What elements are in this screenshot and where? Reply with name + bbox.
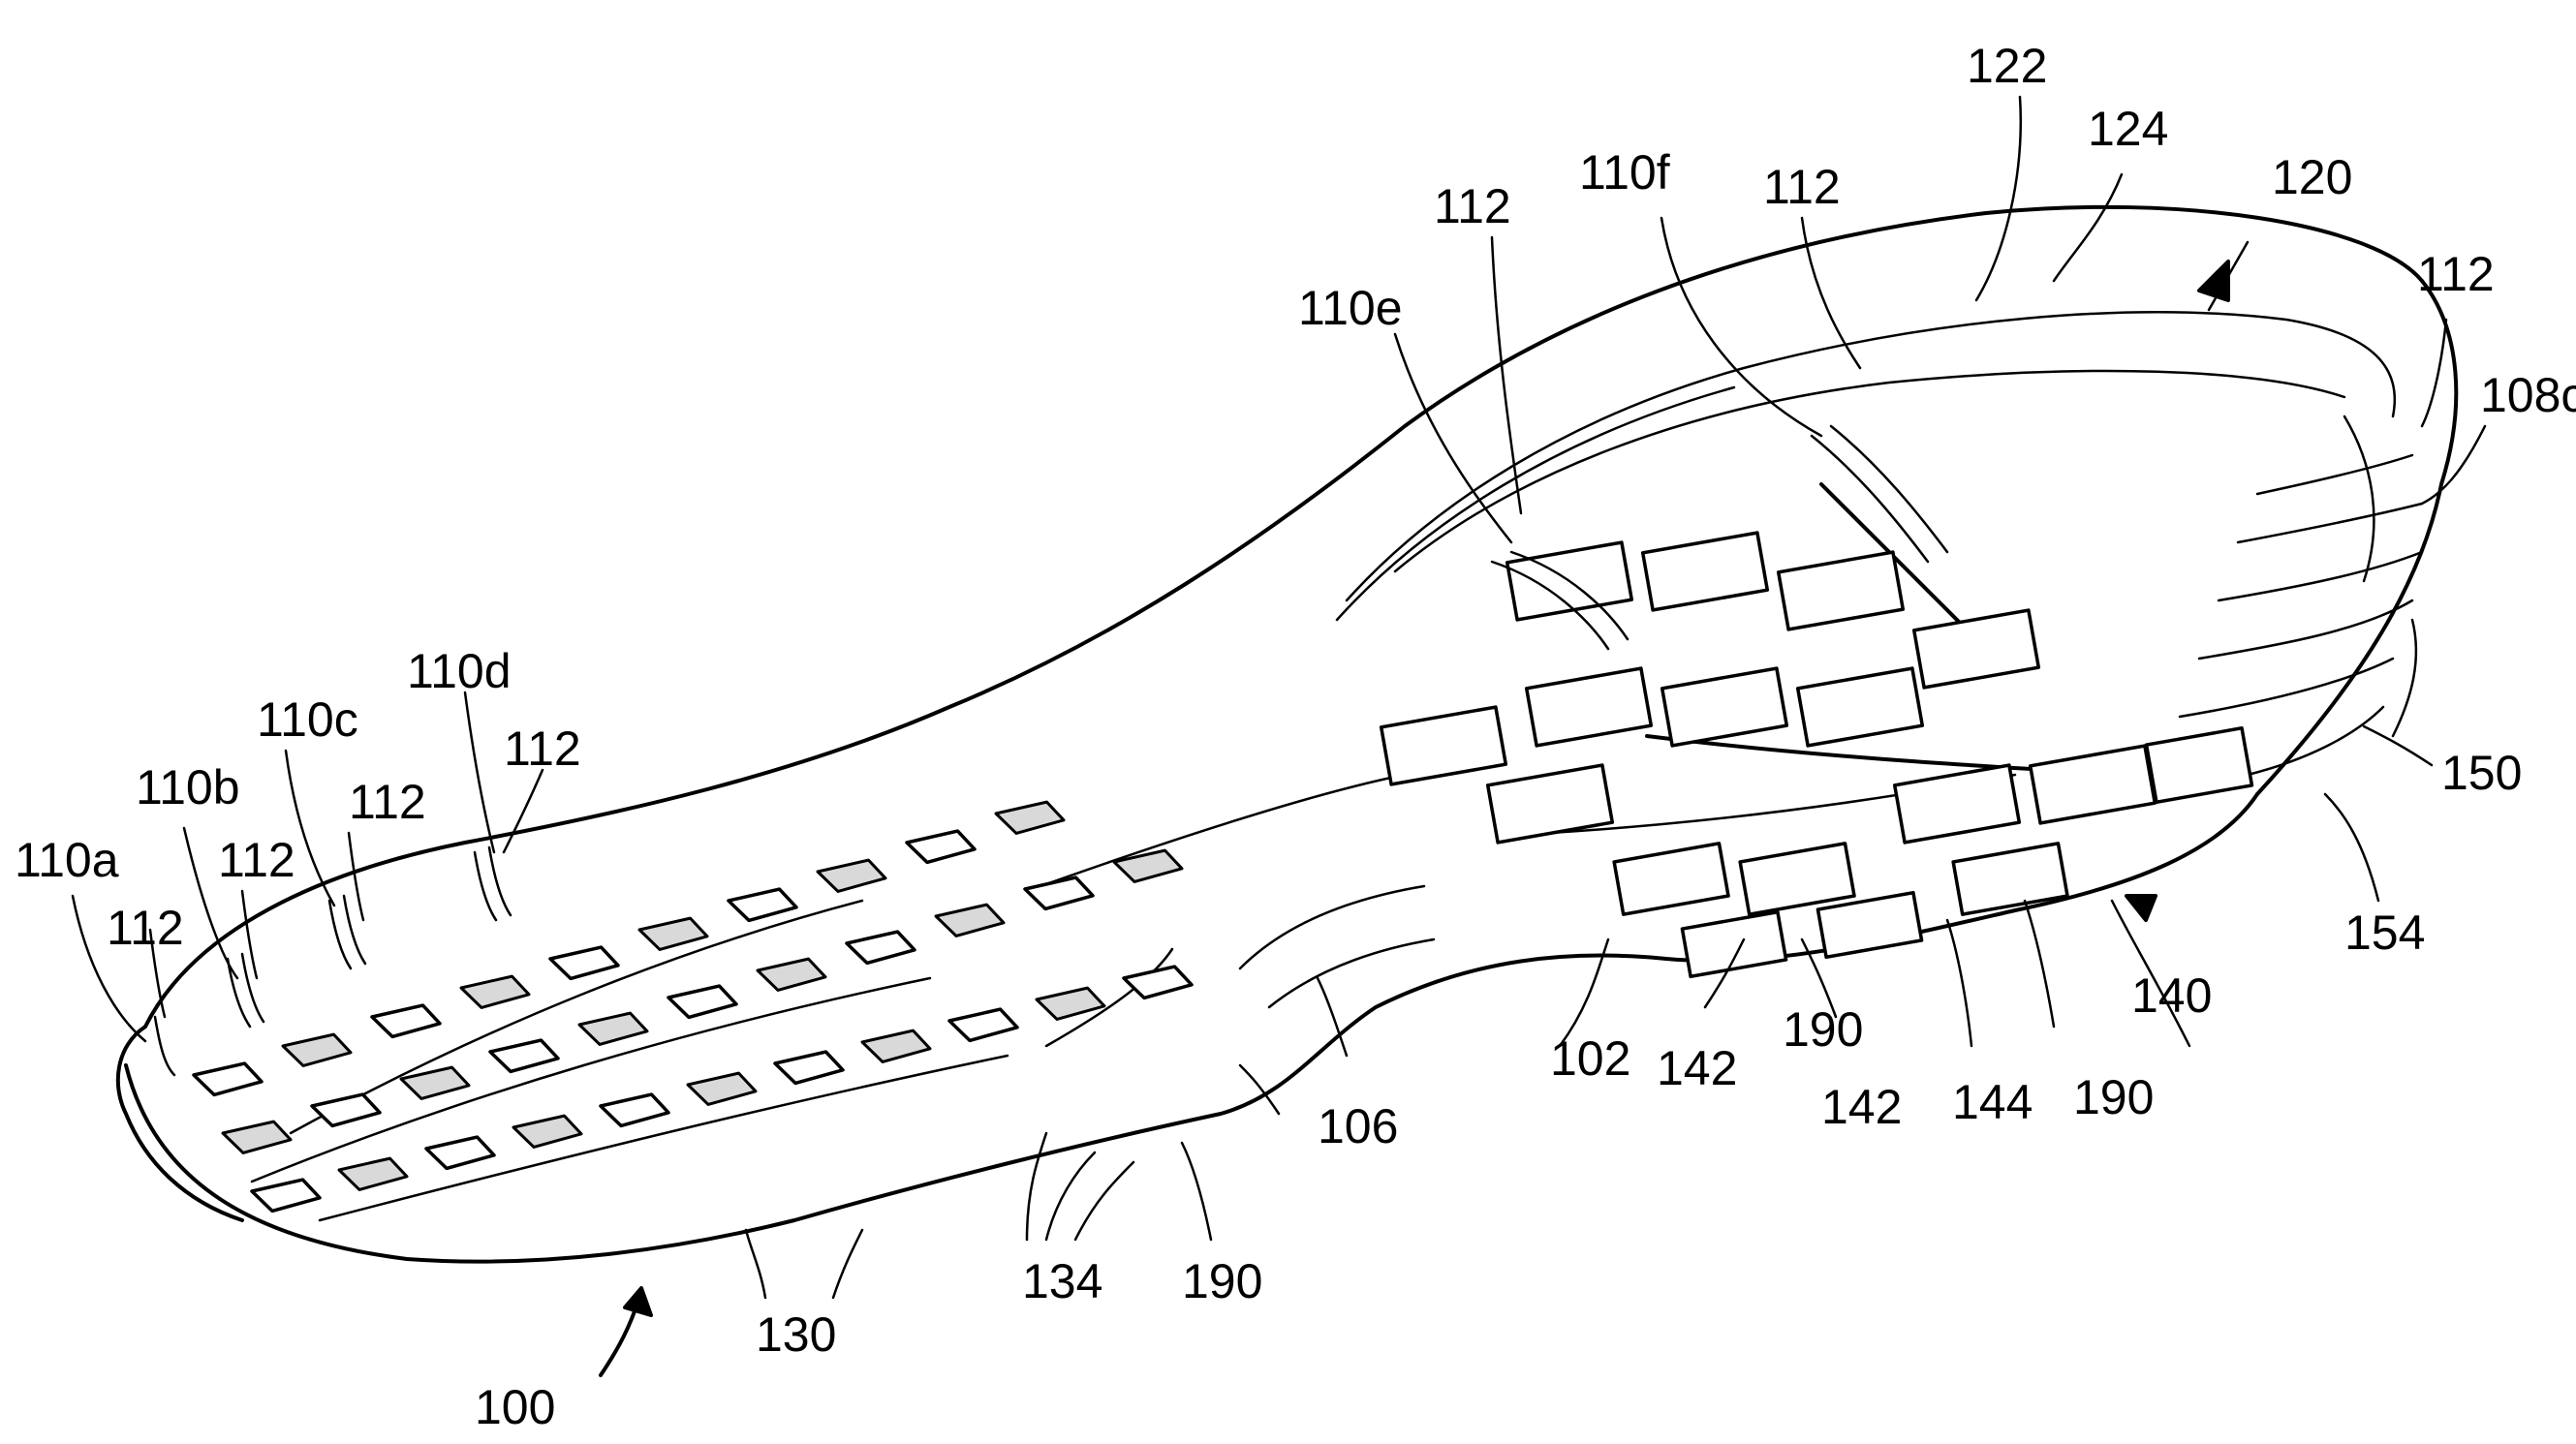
traction-lug <box>668 986 736 1017</box>
label-110d: 110d <box>407 644 512 698</box>
traction-lug <box>775 1052 843 1083</box>
traction-lug <box>401 1067 469 1098</box>
heel-fins <box>2180 416 2422 775</box>
label-120: 120 <box>2272 150 2352 204</box>
traction-lug <box>461 976 529 1007</box>
label-190-b: 190 <box>2073 1070 2154 1124</box>
traction-lug <box>847 932 915 963</box>
label-112-d: 112 <box>504 722 581 776</box>
label-108c: 108c <box>2480 368 2576 422</box>
traction-lug <box>601 1094 668 1125</box>
label-124: 124 <box>2088 102 2168 156</box>
traction-lug <box>729 889 796 920</box>
label-112-right: 112 <box>2417 247 2495 301</box>
traction-lug <box>550 947 618 978</box>
traction-lug <box>490 1040 558 1071</box>
label-110e: 110e <box>1298 281 1403 335</box>
traction-lug <box>194 1063 262 1094</box>
traction-lug <box>1114 850 1182 881</box>
label-110c: 110c <box>257 692 358 747</box>
traction-lug <box>907 831 975 862</box>
traction-lug <box>996 802 1064 833</box>
traction-lug <box>688 1073 756 1104</box>
label-190-a: 190 <box>1783 1002 1863 1057</box>
label-130: 130 <box>756 1307 836 1362</box>
traction-lug <box>426 1137 494 1168</box>
label-112-mid: 112 <box>1434 179 1511 233</box>
traction-lug <box>372 1005 440 1036</box>
traction-lug <box>936 905 1004 936</box>
label-154: 154 <box>2344 906 2425 960</box>
flex-groove-bands <box>155 426 1947 1075</box>
traction-lug <box>949 1009 1017 1040</box>
label-110a: 110a <box>15 833 119 887</box>
label-110f: 110f <box>1579 145 1670 200</box>
traction-lug <box>818 860 885 891</box>
traction-lug <box>639 918 707 949</box>
traction-lug <box>1124 967 1192 998</box>
label-102: 102 <box>1550 1031 1630 1086</box>
label-110b: 110b <box>136 760 240 814</box>
traction-lug <box>223 1121 291 1152</box>
label-106: 106 <box>1318 1099 1398 1153</box>
traction-lug <box>513 1116 581 1147</box>
label-142-a: 142 <box>1657 1041 1737 1095</box>
label-142-b: 142 <box>1821 1080 1902 1134</box>
traction-lug <box>339 1158 407 1189</box>
label-140: 140 <box>2131 968 2212 1023</box>
label-122: 122 <box>1967 39 2047 93</box>
label-134: 134 <box>1022 1254 1102 1308</box>
heel-traction-blocks <box>1381 484 2252 976</box>
label-112-b: 112 <box>218 833 295 887</box>
label-112-a: 112 <box>107 901 184 955</box>
label-112-c: 112 <box>349 775 426 829</box>
leader-lines <box>73 97 2485 1375</box>
traction-lug <box>1037 988 1104 1019</box>
traction-lug <box>1025 877 1093 908</box>
label-190-c: 190 <box>1182 1254 1262 1308</box>
traction-lug <box>252 1180 320 1211</box>
label-150: 150 <box>2441 746 2522 800</box>
traction-lug <box>862 1030 930 1061</box>
label-112-top: 112 <box>1763 160 1841 214</box>
traction-lug <box>283 1034 351 1065</box>
traction-lug <box>758 959 825 990</box>
label-100: 100 <box>475 1380 555 1434</box>
traction-lug <box>579 1013 647 1044</box>
traction-lug <box>312 1094 380 1125</box>
label-144: 144 <box>1952 1075 2033 1129</box>
